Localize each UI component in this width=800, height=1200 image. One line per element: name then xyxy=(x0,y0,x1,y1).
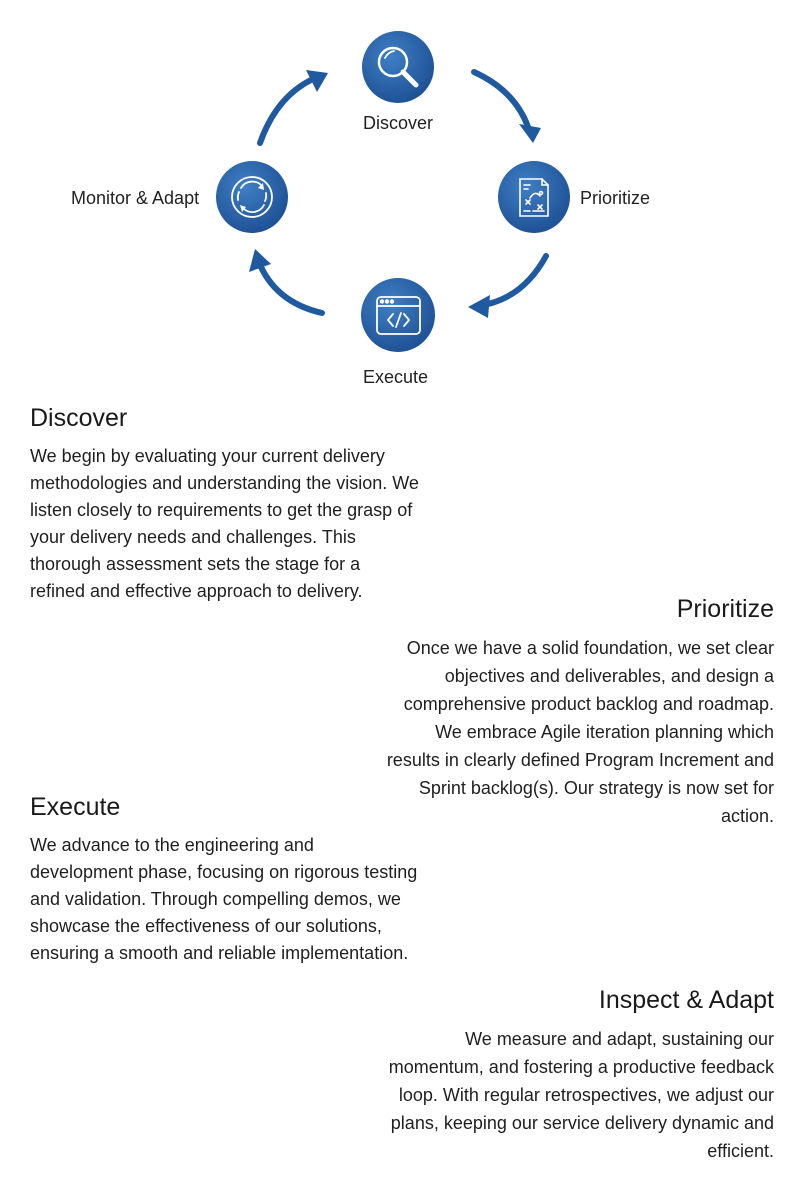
arrow-prioritize-to-execute xyxy=(468,253,549,318)
refresh-cycle-icon xyxy=(231,176,273,218)
arrow-execute-to-monitor xyxy=(249,249,325,316)
node-label-monitor: Monitor & Adapt xyxy=(71,188,200,208)
section-inspect: Inspect & Adapt We measure and adapt, su… xyxy=(384,985,774,1165)
node-discover xyxy=(362,31,434,103)
code-window-icon xyxy=(376,296,421,335)
node-monitor xyxy=(216,161,288,233)
section-execute: Execute We advance to the engineering an… xyxy=(30,792,420,967)
section-body-inspect: We measure and adapt, sustaining our mom… xyxy=(388,1029,774,1161)
section-body-prioritize: Once we have a solid foundation, we set … xyxy=(386,638,774,826)
strategy-plan-icon xyxy=(519,178,549,217)
node-label-prioritize: Prioritize xyxy=(580,188,651,208)
section-body-execute: We advance to the engineering and develo… xyxy=(30,835,418,963)
cycle-arrows xyxy=(249,69,549,318)
section-title-prioritize: Prioritize xyxy=(676,595,774,623)
node-label-execute: Execute xyxy=(363,367,429,387)
arrow-monitor-to-discover xyxy=(257,70,328,146)
section-title-discover: Discover xyxy=(30,404,128,432)
node-execute xyxy=(361,278,435,352)
node-label-discover: Discover xyxy=(363,113,434,133)
section-prioritize: Prioritize Once we have a solid foundati… xyxy=(384,594,774,830)
section-title-inspect: Inspect & Adapt xyxy=(598,986,774,1014)
node-prioritize xyxy=(498,161,570,233)
section-discover: Discover We begin by evaluating your cur… xyxy=(30,403,420,605)
arrow-discover-to-prioritize xyxy=(471,69,541,143)
section-title-execute: Execute xyxy=(30,793,121,821)
section-body-discover: We begin by evaluating your current deli… xyxy=(30,446,419,601)
magnifier-icon xyxy=(377,46,419,88)
cycle-diagram xyxy=(216,31,570,352)
